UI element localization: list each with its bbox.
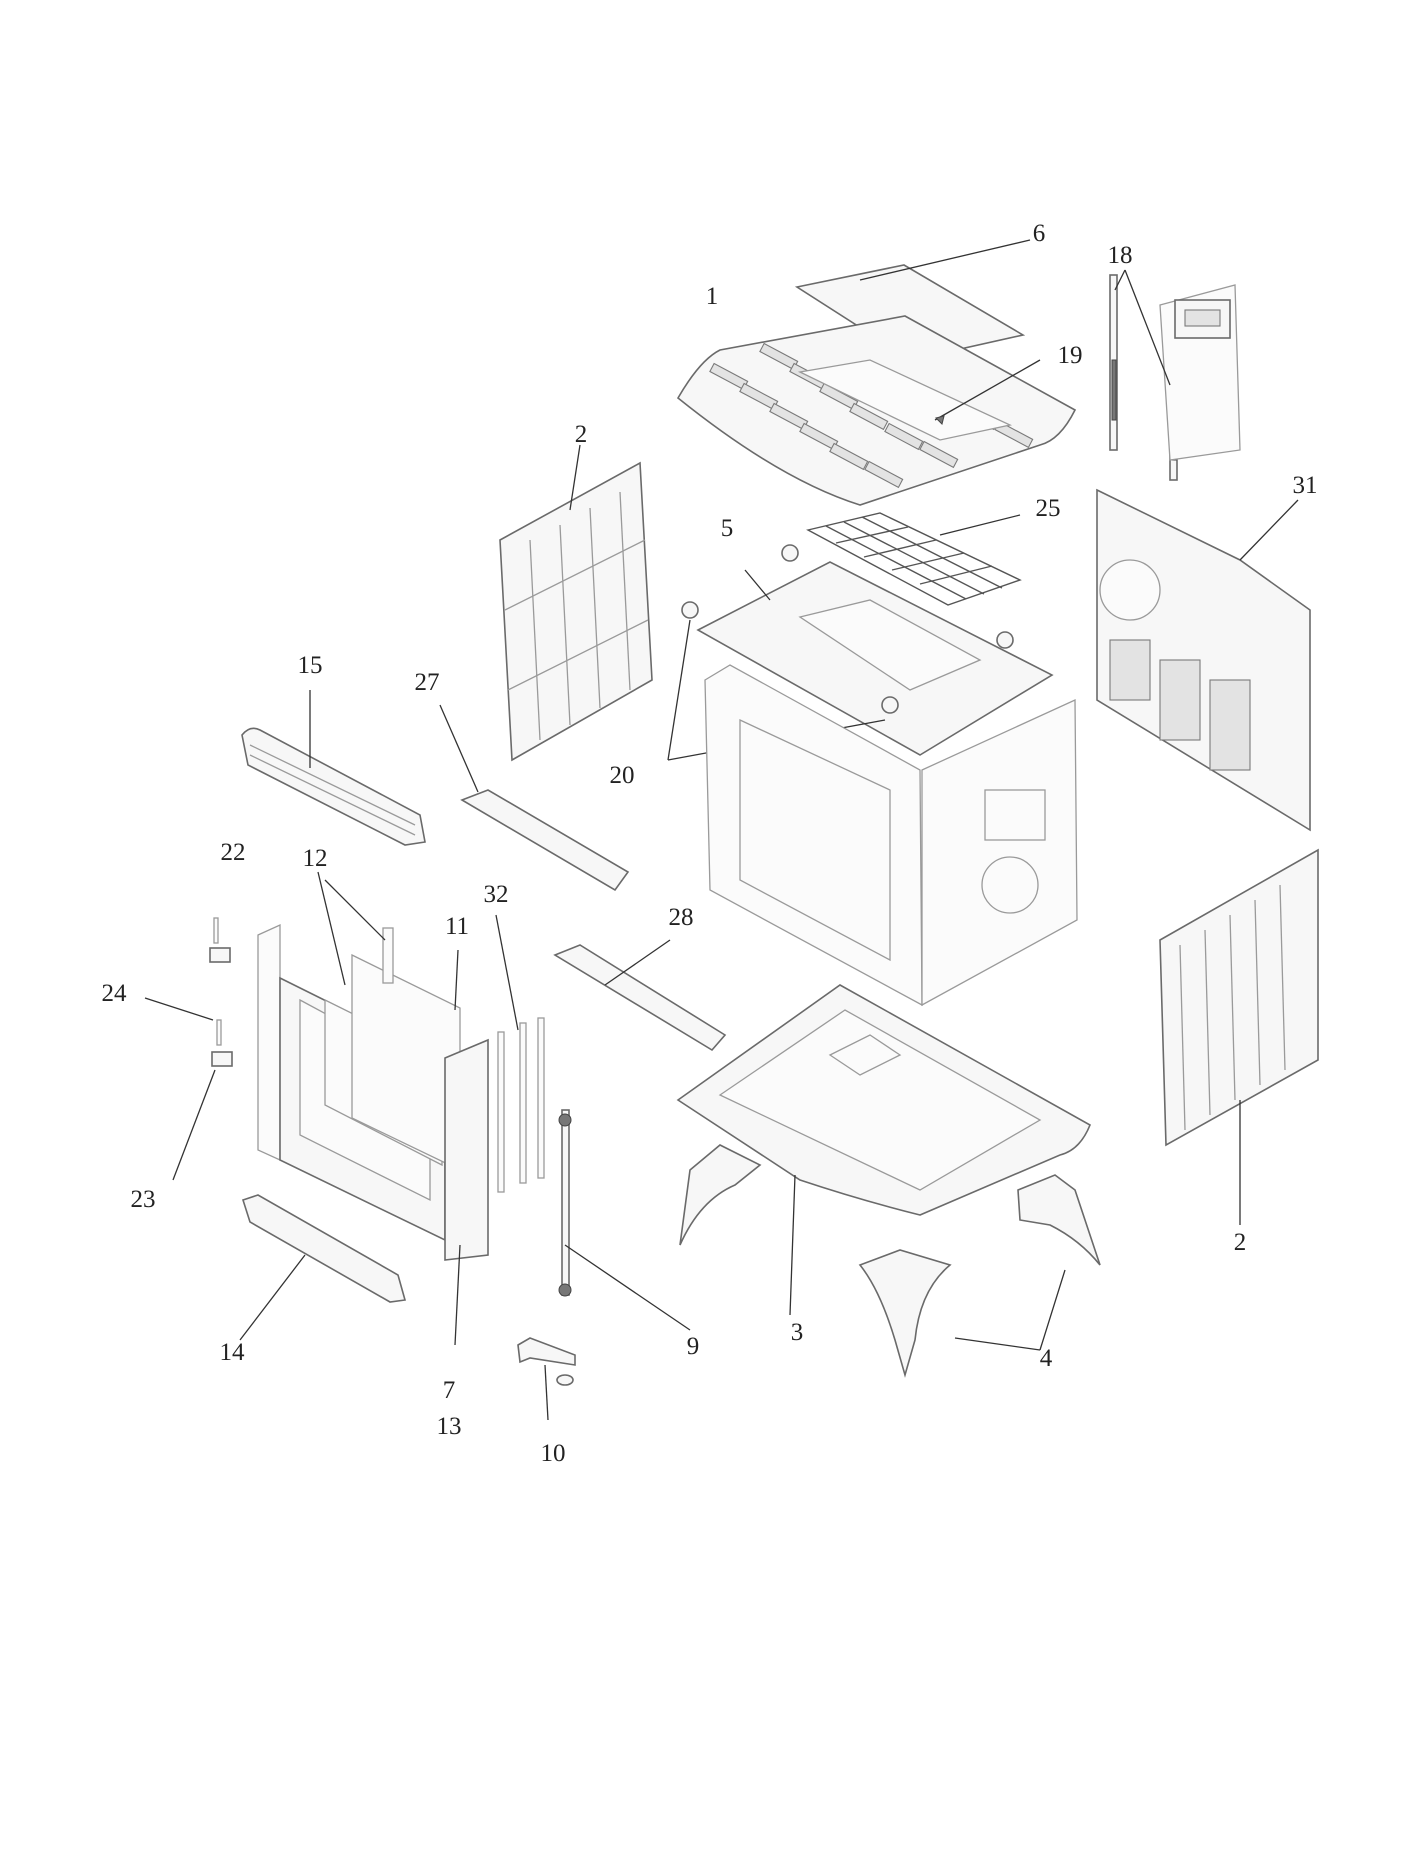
callout-23: 23 bbox=[131, 1186, 156, 1213]
callout-27: 27 bbox=[415, 669, 440, 696]
callout-20: 20 bbox=[610, 762, 635, 789]
callout-28: 28 bbox=[669, 904, 694, 931]
callout-13: 13 bbox=[437, 1413, 462, 1440]
part-side-panel-left bbox=[499, 444, 653, 762]
part-side-panel-right bbox=[1159, 848, 1319, 1225]
part-mesh-grate bbox=[806, 512, 1022, 606]
part-lower-louver bbox=[239, 1194, 407, 1341]
callout-6: 6 bbox=[1033, 220, 1046, 247]
part-upper-louver bbox=[241, 690, 426, 846]
callout-3: 3 bbox=[791, 1319, 804, 1346]
callout-22: 22 bbox=[221, 839, 246, 866]
part-top-grille bbox=[676, 315, 1077, 506]
part-inner-plate bbox=[797, 359, 1041, 441]
callout-15: 15 bbox=[298, 652, 323, 679]
callout-9: 9 bbox=[687, 1333, 700, 1360]
callout-1: 1 bbox=[706, 283, 719, 310]
part-rear-panel bbox=[1096, 488, 1311, 832]
part-rod bbox=[558, 1109, 691, 1331]
callout-7: 7 bbox=[443, 1377, 456, 1404]
callout-25: 25 bbox=[1036, 495, 1061, 522]
callout-10: 10 bbox=[541, 1440, 566, 1467]
callout-14: 14 bbox=[220, 1339, 246, 1366]
callout-31: 31 bbox=[1293, 472, 1318, 499]
callout-11: 11 bbox=[445, 913, 469, 940]
part-control-brackets bbox=[1109, 269, 1241, 481]
callout-labels: 6 18 1 19 2 31 25 5 15 27 20 22 12 32 11… bbox=[102, 220, 1318, 1467]
part-base bbox=[676, 984, 1092, 1316]
callout-24: 24 bbox=[102, 980, 128, 1007]
part-firebox-top-plate bbox=[681, 544, 1054, 756]
part-bottom-baffle bbox=[553, 939, 727, 1052]
callout-2-left: 2 bbox=[575, 421, 588, 448]
callout-4: 4 bbox=[1040, 1345, 1053, 1372]
part-handle-bracket bbox=[517, 1337, 576, 1421]
part-door-assembly bbox=[257, 871, 545, 1346]
callout-5: 5 bbox=[721, 515, 734, 542]
part-legs bbox=[679, 1144, 1101, 1378]
top-grille-slots bbox=[709, 342, 1034, 489]
callout-12: 12 bbox=[303, 845, 328, 872]
callout-32: 32 bbox=[484, 881, 509, 908]
callout-2-right: 2 bbox=[1234, 1229, 1247, 1256]
part-hinges-and-pins bbox=[144, 917, 233, 1181]
callout-18: 18 bbox=[1108, 242, 1133, 269]
part-deflector-plate bbox=[439, 704, 630, 892]
callout-19: 19 bbox=[1058, 342, 1083, 369]
stove-body bbox=[704, 664, 1078, 1007]
